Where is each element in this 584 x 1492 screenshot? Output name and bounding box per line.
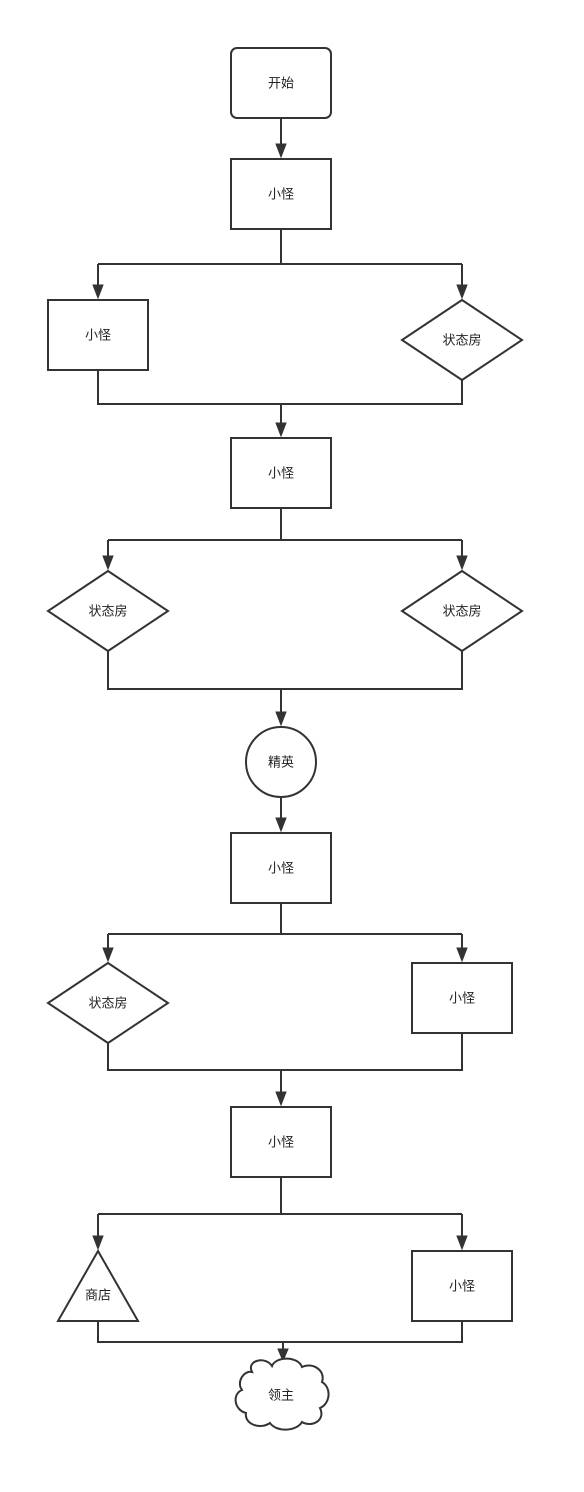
node-minion-3-label: 小怪 — [268, 467, 294, 482]
node-minion-4[interactable]: 小怪 — [230, 832, 332, 904]
node-state-room-1-label: 状态房 — [442, 333, 481, 349]
node-state-room-1[interactable]: 状态房 — [400, 298, 524, 382]
node-boss-label: 领主 — [268, 1389, 294, 1404]
node-state-room-2b[interactable]: 状态房 — [400, 569, 524, 653]
node-state-room-3[interactable]: 状态房 — [46, 961, 170, 1045]
edge-merge-to-minion-5 — [107, 1033, 463, 1107]
node-minion-5[interactable]: 小怪 — [230, 1106, 332, 1178]
node-minion-5-label: 小怪 — [268, 1136, 294, 1151]
nodes: 开始 小怪 小怪 状态房 小怪 状态房 状态房 — [46, 47, 524, 1431]
edge-minion-4-split — [102, 903, 468, 963]
node-state-room-2b-label: 状态房 — [442, 604, 481, 620]
node-minion-5b-label: 小怪 — [449, 1280, 475, 1295]
node-minion-4b[interactable]: 小怪 — [411, 962, 513, 1034]
node-minion-4b-label: 小怪 — [449, 992, 475, 1007]
node-minion-4-label: 小怪 — [268, 862, 294, 877]
edge-minion-5-split — [92, 1177, 468, 1251]
edge-minion-1-split — [92, 229, 468, 300]
node-minion-2a[interactable]: 小怪 — [47, 299, 149, 371]
node-state-room-3-label: 状态房 — [88, 996, 127, 1012]
edge-minion-3-split — [102, 508, 468, 571]
edge-merge-to-minion-3 — [97, 370, 463, 438]
node-minion-1-label: 小怪 — [268, 188, 294, 203]
node-shop[interactable]: 商店 — [56, 1248, 140, 1322]
node-minion-3[interactable]: 小怪 — [230, 437, 332, 509]
node-state-room-2a[interactable]: 状态房 — [46, 569, 170, 653]
node-state-room-2a-label: 状态房 — [88, 604, 127, 620]
node-start[interactable]: 开始 — [230, 47, 332, 119]
node-elite[interactable]: 精英 — [245, 726, 317, 798]
node-start-label: 开始 — [268, 77, 294, 92]
node-minion-5b[interactable]: 小怪 — [411, 1250, 513, 1322]
node-elite-label: 精英 — [268, 756, 294, 771]
edge-merge-to-elite — [107, 651, 463, 727]
edges — [92, 118, 468, 1363]
node-boss[interactable]: 领主 — [234, 1357, 330, 1431]
edge-start-to-minion-1 — [275, 118, 287, 159]
edge-merge-to-boss — [97, 1321, 463, 1363]
node-minion-2a-label: 小怪 — [85, 329, 111, 344]
node-minion-1[interactable]: 小怪 — [230, 158, 332, 230]
edge-elite-to-minion-4 — [275, 797, 287, 833]
node-shop-label: 商店 — [85, 1289, 111, 1304]
